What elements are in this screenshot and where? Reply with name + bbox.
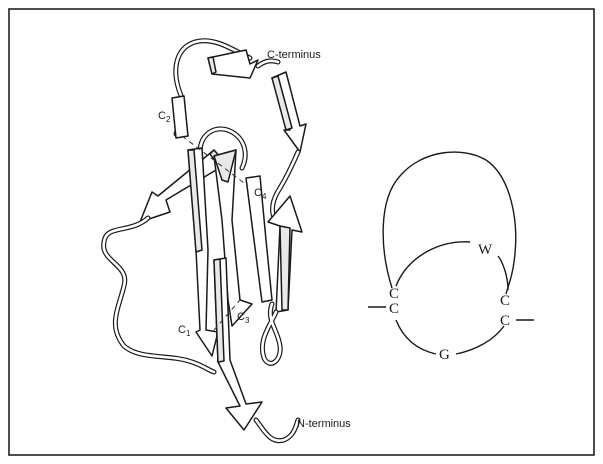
cysteine-label-c4: C 4 bbox=[254, 187, 267, 201]
protein-ribbon-diagram bbox=[104, 41, 306, 441]
svg-text:C: C bbox=[178, 324, 186, 336]
motif-letter-c-lower-left: C bbox=[389, 301, 399, 317]
svg-text:1: 1 bbox=[186, 329, 191, 338]
top-strand bbox=[208, 50, 258, 78]
svg-text:4: 4 bbox=[262, 192, 267, 201]
motif-letter-c-lower-right: C bbox=[500, 313, 510, 329]
left-diagonal-strand bbox=[140, 150, 226, 222]
motif-bottom-arc-right bbox=[456, 326, 504, 354]
svg-text:C: C bbox=[158, 110, 166, 122]
cysteine-label-c2: C 2 bbox=[158, 110, 171, 124]
svg-text:2: 2 bbox=[166, 115, 171, 124]
motif-letter-c-upper-right: C bbox=[500, 293, 510, 309]
n-terminus-label: N-terminus bbox=[297, 418, 351, 430]
cysteine-label-c3: C 3 bbox=[237, 311, 250, 325]
svg-text:C: C bbox=[237, 311, 245, 323]
motif-letter-c-upper-left: C bbox=[389, 286, 399, 302]
c-terminus-label: C-terminus bbox=[267, 49, 321, 61]
svg-text:C: C bbox=[254, 187, 262, 199]
motif-schematic: C C W C C G bbox=[368, 152, 534, 363]
svg-text:3: 3 bbox=[245, 316, 250, 325]
motif-letter-g: G bbox=[439, 347, 450, 363]
motif-arc-w-c bbox=[498, 256, 508, 290]
cysteine-label-c1: C 1 bbox=[178, 324, 191, 338]
motif-bottom-arc-left bbox=[396, 320, 436, 354]
motif-letter-w: W bbox=[478, 242, 493, 258]
motif-inner-arc bbox=[396, 242, 470, 286]
